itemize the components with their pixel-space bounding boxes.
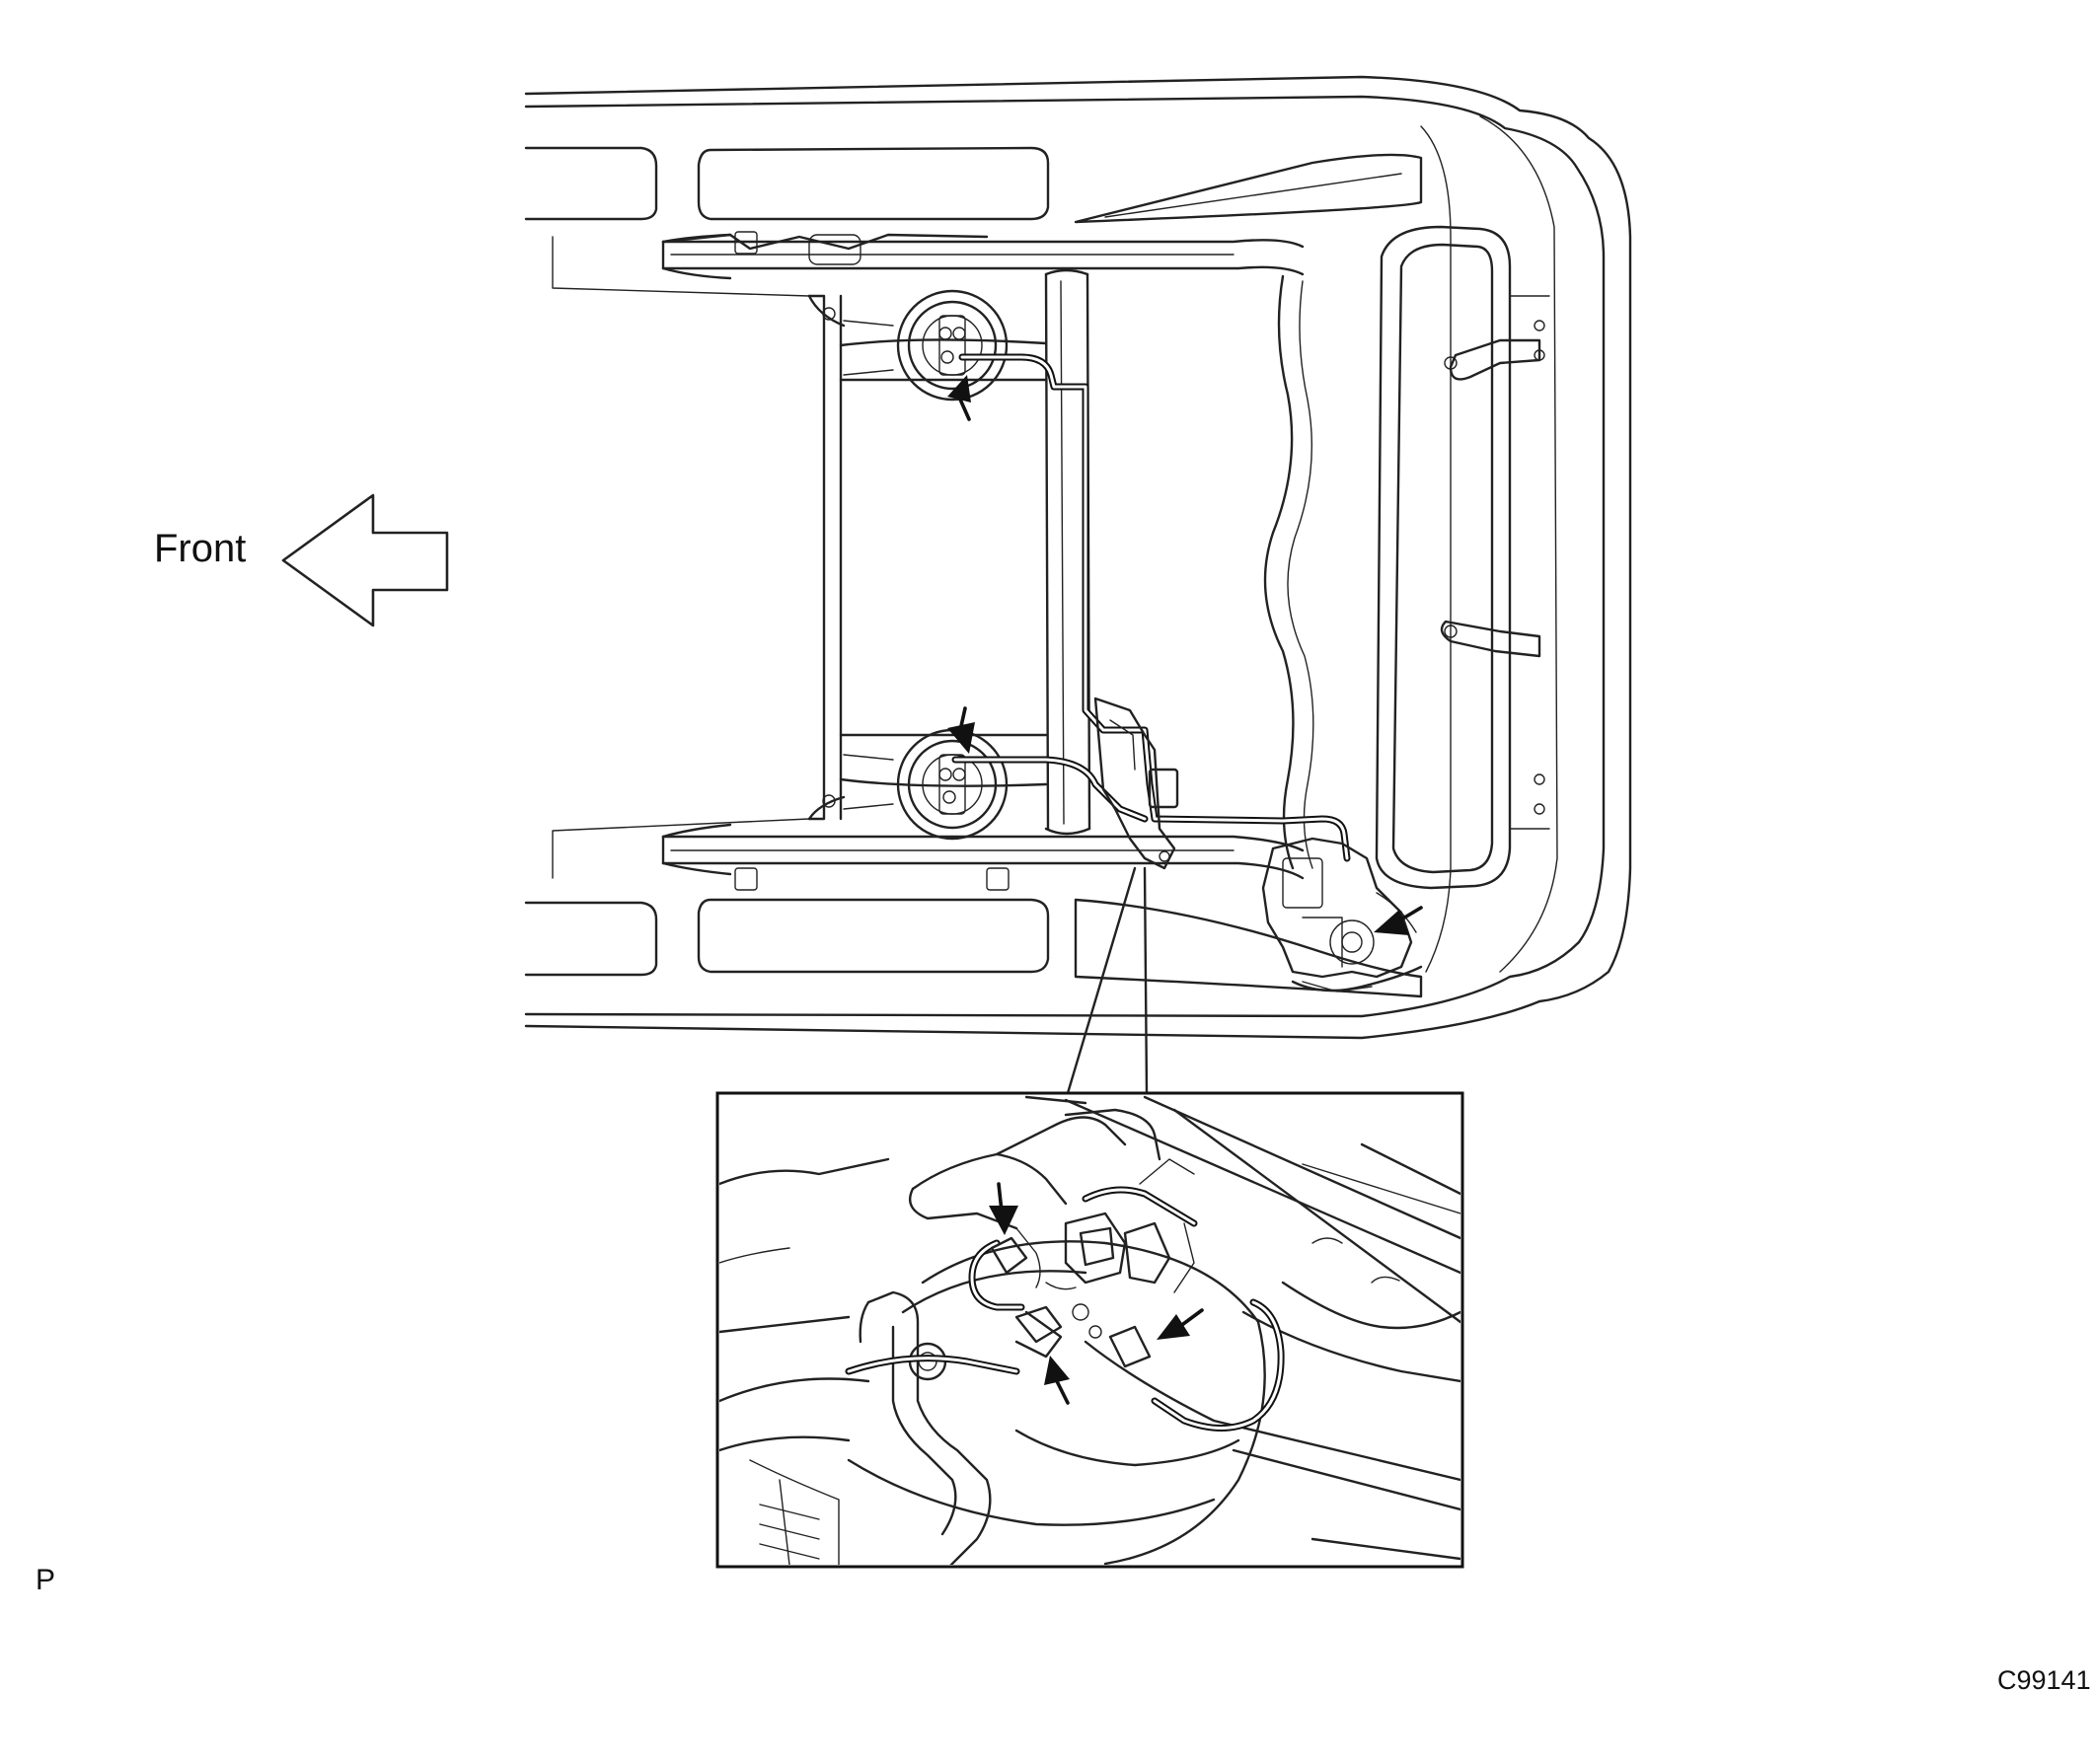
vehicle-underbody	[524, 75, 1632, 1040]
left-outline-arrow-icon	[281, 493, 449, 627]
black-pointer-arrow-icon	[947, 706, 975, 754]
pointer-arrows-inset	[989, 1182, 1204, 1405]
pointer-arrows-main	[947, 375, 1423, 935]
black-pointer-arrow-icon	[1044, 1356, 1070, 1405]
black-pointer-arrow-icon	[1374, 906, 1423, 935]
black-pointer-arrow-icon	[947, 375, 971, 421]
figure-code: C99141	[1997, 1665, 2091, 1695]
detail-inset	[715, 1091, 1464, 1569]
callout-lines	[1066, 866, 1149, 1095]
black-pointer-arrow-icon	[1157, 1308, 1204, 1340]
front-direction-label: Front	[154, 527, 247, 570]
black-pointer-arrow-icon	[989, 1182, 1018, 1235]
page-mark: P	[36, 1564, 56, 1596]
